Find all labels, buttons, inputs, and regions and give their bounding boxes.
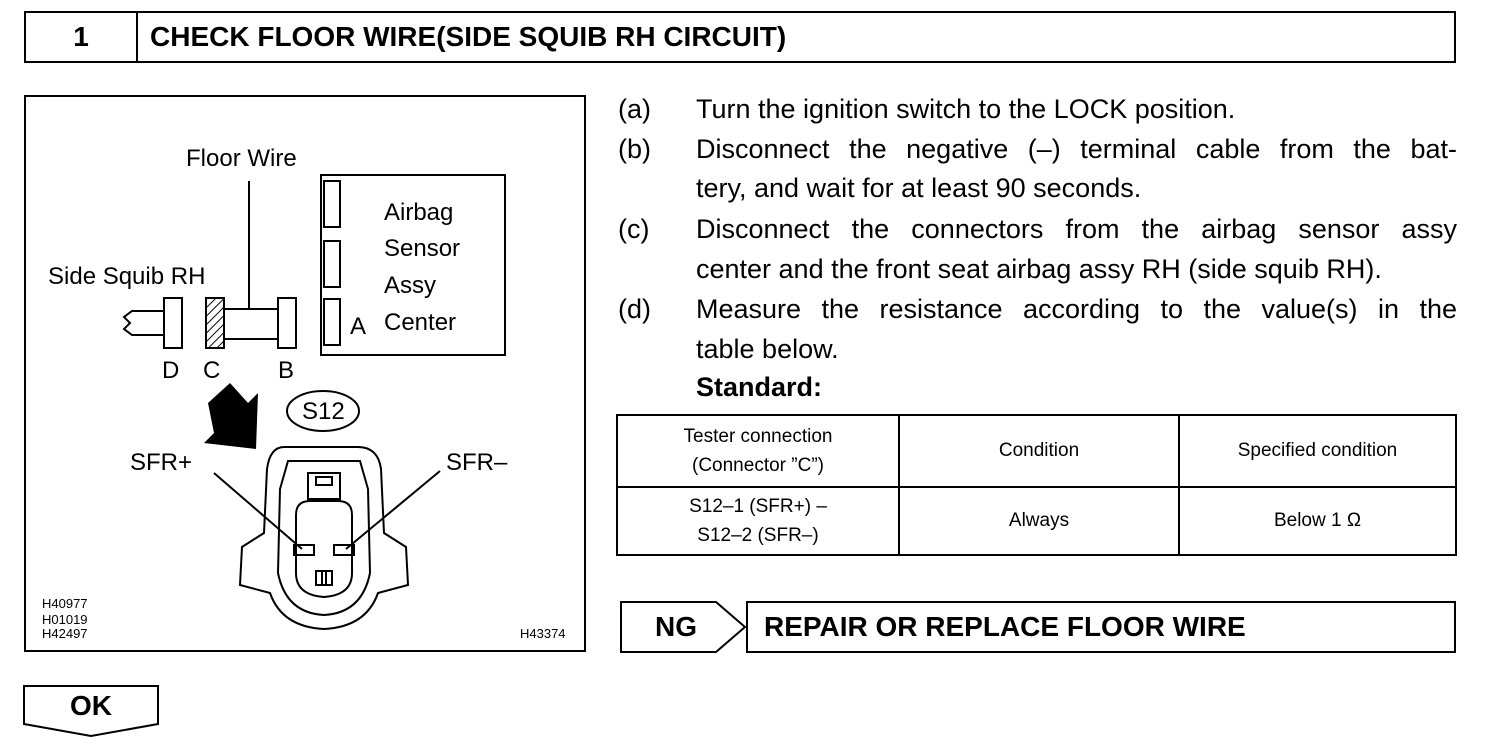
step-a-letter: (a) — [618, 94, 651, 124]
step-b-text: Disconnect the negative (–) terminal cab… — [696, 134, 1457, 164]
connector-diagram: Floor Wire Airbag Sensor Assy Center A S… — [24, 95, 586, 652]
spec-table: Tester connection (Connector ”C”) Condit… — [616, 414, 1457, 556]
step-c-letter: (c) — [618, 214, 650, 244]
figure-code: H40977 — [42, 596, 88, 611]
ng-label: NG — [655, 611, 697, 642]
side-squib-plug — [122, 310, 164, 336]
sfr-minus-leader — [345, 470, 441, 550]
cell-condition: Always — [898, 486, 1180, 556]
step-d-text: table below. — [696, 334, 839, 364]
side-squib-label: Side Squib RH — [48, 263, 206, 290]
connector-c — [205, 297, 225, 349]
cell-tester-connection: S12–1 (SFR+) – S12–2 (SFR–) — [616, 486, 900, 556]
airbag-label-line2: Sensor — [384, 235, 461, 262]
header-tester-connection: Tester connection (Connector ”C”) — [616, 414, 900, 488]
step-number: 1 — [26, 13, 138, 61]
airbag-label-line4: Center — [384, 309, 457, 336]
header-specified-condition: Specified condition — [1178, 414, 1457, 488]
ok-arrow-icon — [23, 685, 159, 738]
connector-a-label: A — [350, 313, 367, 340]
connector-c-label: C — [203, 357, 221, 384]
table-row: S12–1 (SFR+) – S12–2 (SFR–) Always Below… — [616, 486, 1457, 556]
connector-d-label: D — [162, 357, 180, 384]
header-condition: Condition — [898, 414, 1180, 488]
diagram-drawing — [122, 174, 506, 631]
ok-label: OK — [70, 690, 112, 721]
step-b-letter: (b) — [618, 134, 651, 164]
step-c-text: center and the front seat airbag assy RH… — [696, 254, 1382, 284]
step-c-text: Disconnect the connectors from the airba… — [696, 214, 1457, 244]
figure-code: H01019 — [42, 612, 88, 627]
sfr-plus-leader — [213, 472, 303, 550]
figure-code: H43374 — [520, 626, 566, 641]
step-a-text: Turn the ignition switch to the LOCK pos… — [696, 94, 1236, 124]
sfr-minus-label: SFR– — [446, 449, 508, 476]
figure-code: H42497 — [42, 626, 88, 641]
ng-arrow-icon — [620, 601, 747, 653]
airbag-label-line1: Airbag — [384, 199, 454, 226]
connector-face — [238, 446, 410, 631]
connector-b — [277, 297, 297, 349]
step-title: CHECK FLOOR WIRE(SIDE SQUIB RH CIRCUIT) — [150, 21, 787, 52]
repair-action: REPAIR OR REPLACE FLOOR WIRE — [746, 601, 1456, 653]
table-header-row: Tester connection (Connector ”C”) Condit… — [616, 414, 1457, 488]
connector-d — [163, 297, 183, 349]
connector-id-label: S12 — [302, 398, 345, 425]
step-b-text: tery, and wait for at least 90 seconds. — [696, 173, 1142, 203]
step-d-letter: (d) — [618, 294, 651, 324]
floor-wire-label: Floor Wire — [186, 145, 297, 172]
airbag-label-line3: Assy — [384, 272, 437, 299]
standard-label: Standard: — [696, 372, 823, 402]
step-header: 1 CHECK FLOOR WIRE(SIDE SQUIB RH CIRCUIT… — [24, 11, 1456, 63]
arrow-icon — [204, 383, 258, 449]
step-d-text: Measure the resistance according to the … — [696, 294, 1457, 324]
sfr-plus-label: SFR+ — [130, 449, 193, 476]
connector-b-label: B — [278, 357, 295, 384]
s12-oval — [286, 390, 360, 432]
airbag-sensor-box — [320, 174, 506, 356]
cell-specified-condition: Below 1 Ω — [1178, 486, 1457, 556]
